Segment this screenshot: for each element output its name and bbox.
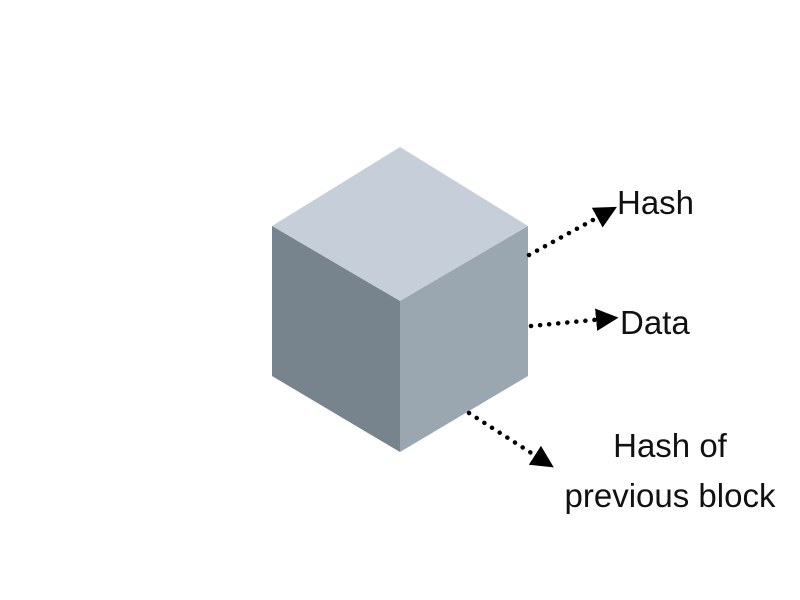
data-label: Data	[620, 304, 690, 341]
cube-left-face	[272, 226, 400, 452]
previous-hash-label-line-2: previous block	[564, 476, 776, 514]
previous-block-hash-label: Hash of previous block	[552, 421, 788, 520]
cube-right-face	[400, 226, 528, 452]
hash-label: Hash	[617, 184, 695, 221]
data-arrow	[528, 308, 619, 331]
block-cube	[272, 147, 528, 452]
hash-arrow	[526, 206, 617, 258]
previous-hash-arrow	[466, 410, 554, 468]
previous-hash-label-line-1: Hash of	[613, 427, 727, 464]
cube-top-face	[272, 147, 528, 301]
